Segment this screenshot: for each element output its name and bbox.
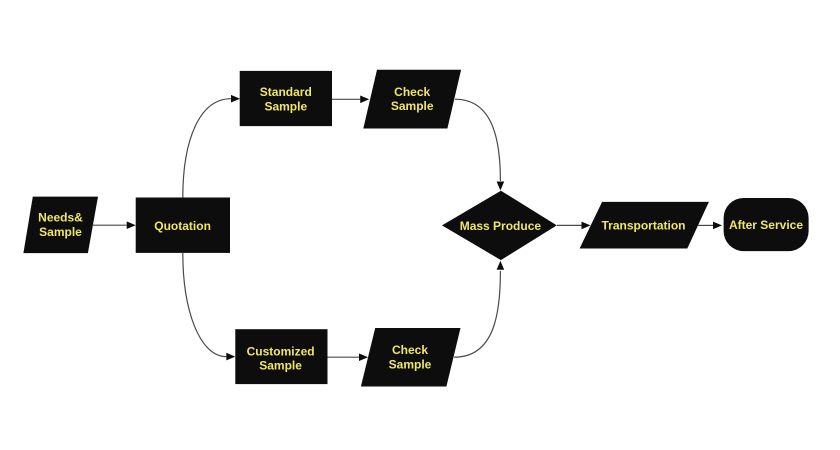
svg-text:Mass Produce: Mass Produce xyxy=(460,219,542,233)
svg-text:Quotation: Quotation xyxy=(154,219,211,233)
svg-text:After Service: After Service xyxy=(729,218,803,232)
svg-text:Check: Check xyxy=(392,343,428,357)
svg-text:Sample: Sample xyxy=(264,100,307,114)
svg-text:Standard: Standard xyxy=(260,85,312,99)
svg-text:Sample: Sample xyxy=(39,225,82,239)
svg-text:Customized: Customized xyxy=(247,344,315,358)
svg-text:Transportation: Transportation xyxy=(601,218,685,232)
svg-text:Needs&: Needs& xyxy=(38,211,83,225)
svg-text:Check: Check xyxy=(394,85,430,99)
svg-text:Sample: Sample xyxy=(391,99,434,113)
svg-text:Sample: Sample xyxy=(389,357,432,371)
svg-text:Sample: Sample xyxy=(259,359,302,373)
